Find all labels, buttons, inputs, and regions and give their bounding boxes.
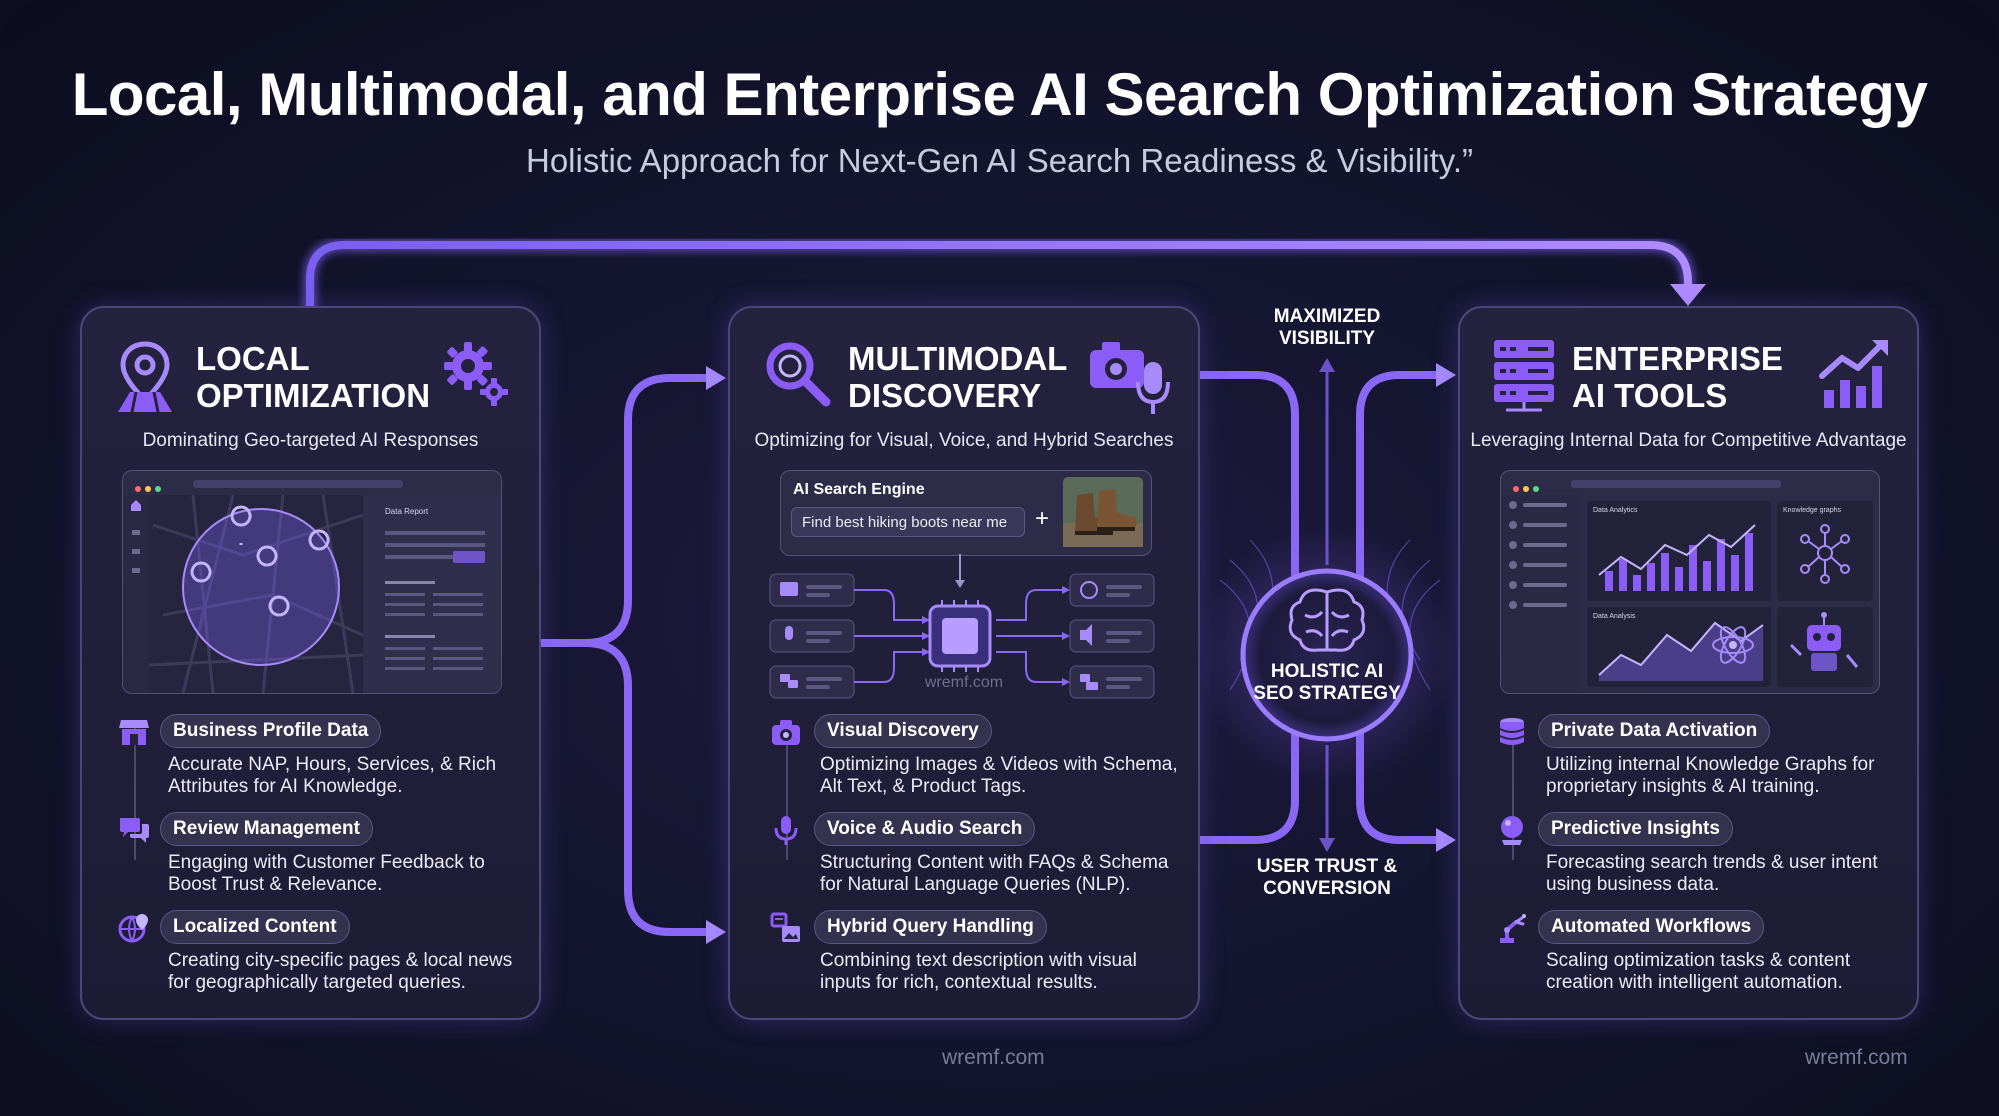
page-subtitle: Holistic Approach for Next-Gen AI Search…	[525, 142, 1474, 179]
window-dots	[135, 479, 165, 497]
map-pin-icon	[118, 341, 172, 413]
database-icon	[1499, 718, 1525, 745]
item-review-management: Review Management	[160, 812, 373, 846]
dashboard-view	[1501, 495, 1873, 693]
knowledge-graphs-label: Knowledge graphs	[1783, 507, 1841, 514]
server-icon	[1494, 340, 1554, 412]
ai-search-engine-card: AI Search Engine Find best hiking boots …	[780, 470, 1152, 556]
camera-mic-icon	[1090, 342, 1170, 414]
add-attachment-button[interactable]: +	[1035, 505, 1050, 532]
globe-pin-icon	[118, 914, 148, 943]
top-arc-arrow	[303, 238, 1706, 313]
item-automated-workflows: Automated Workflows	[1538, 910, 1765, 944]
robot-arm-icon	[1500, 914, 1526, 943]
local-subtitle: Dominating Geo-targeted AI Responses	[142, 430, 479, 451]
item-predictive-insights: Predictive Insights	[1538, 812, 1733, 846]
enterprise-subtitle: Leveraging Internal Data for Competitive…	[1470, 430, 1907, 451]
item-voice-audio-search: Voice & Audio Search	[814, 812, 1036, 846]
magnifier-icon	[766, 342, 831, 407]
item-hybrid-query: Hybrid Query Handling	[814, 910, 1047, 944]
multimodal-subtitle: Optimizing for Visual, Voice, and Hybrid…	[754, 430, 1174, 451]
hiking-boots-photo	[1063, 477, 1143, 547]
page-title: Local, Multimodal, and Enterprise AI Sea…	[71, 61, 1928, 128]
data-report-label: Data Report	[385, 507, 429, 516]
ai-search-engine-label: AI Search Engine	[793, 481, 925, 498]
microphone-icon	[774, 816, 798, 845]
chat-bubbles-icon	[120, 818, 149, 843]
data-analytics-label: Data Analytics	[1593, 507, 1638, 514]
storefront-icon	[119, 720, 149, 745]
hub-vertical-arrows	[1319, 358, 1335, 852]
item-visual-discovery-desc: Optimizing Images & Videos with Schema,A…	[820, 754, 1178, 797]
window-dots	[1513, 479, 1543, 497]
item-localized-content: Localized Content	[160, 910, 350, 944]
search-query-input[interactable]: Find best hiking boots near me	[791, 507, 1025, 537]
local-map-screen: Data Report	[122, 470, 502, 694]
enterprise-dashboard-screen: Data Analytics Knowledge graphs Data Ana…	[1500, 470, 1880, 694]
footer-watermark-right: wremf.com	[1805, 1046, 1908, 1069]
data-analysis-label: Data Analysis	[1593, 613, 1636, 620]
hybrid-query-icon	[770, 912, 800, 942]
camera-icon	[772, 720, 800, 745]
fork-arrow-left	[536, 366, 726, 944]
hub-label-bottom: USER TRUST &CONVERSION	[1256, 856, 1398, 899]
footer-watermark-center: wremf.com	[942, 1046, 1045, 1069]
gear-icon	[444, 342, 508, 406]
item-private-data: Private Data Activation	[1538, 714, 1771, 748]
item-localized-content-desc: Creating city-specific pages & local new…	[168, 950, 513, 993]
crystal-ball-icon	[1501, 816, 1523, 845]
brain-icon	[1288, 588, 1366, 652]
item-business-profile: Business Profile Data	[160, 714, 382, 748]
diagram-watermark: wremf.com	[924, 674, 1004, 691]
growth-chart-icon	[1819, 340, 1888, 408]
multimodal-processing-flow	[769, 554, 1155, 699]
item-visual-discovery: Visual Discovery	[814, 714, 992, 748]
map-view	[123, 495, 501, 693]
hub-circle	[1240, 568, 1414, 742]
